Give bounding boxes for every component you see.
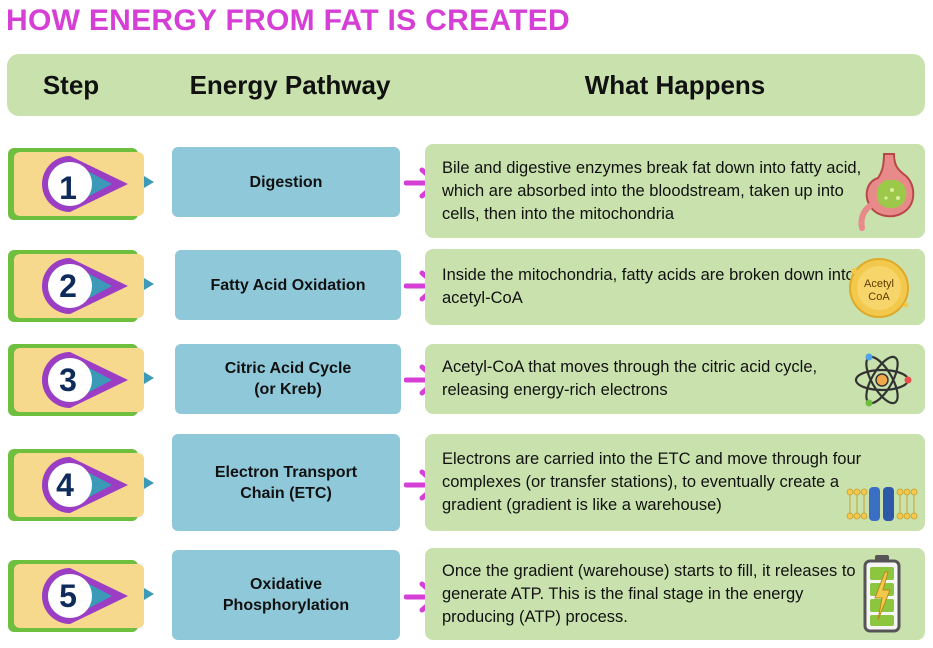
description-text-4: Electrons are carried into the ETC and m… [442, 450, 862, 514]
header-what-happens: What Happens [584, 69, 766, 100]
acetyl-coa-icon: Acetyl CoA [849, 258, 909, 318]
description-text-2: Inside the mitochondria, fatty acids are… [442, 266, 855, 307]
pathway-label-4-line-2: Chain (ETC) [240, 484, 332, 502]
pathway-box-2: Fatty Acid Oxidation [175, 250, 401, 320]
step-badge-3: 3 [8, 344, 156, 421]
header-step: Step [42, 69, 100, 100]
pathway-label-1: Digestion [249, 173, 323, 191]
description-box-1: Bile and digestive enzymes break fat dow… [425, 144, 925, 238]
step-number-5: 5 [59, 577, 77, 614]
description-text-5: Once the gradient (warehouse) starts to … [442, 561, 856, 626]
step-badge-5: 5 [8, 560, 156, 637]
step-badge-3-graphic [8, 344, 154, 416]
description-text-1: Bile and digestive enzymes break fat dow… [442, 158, 862, 223]
step-badge-1-graphic [8, 148, 154, 220]
step-row-4: 4 Electron Transport Chain (ETC) Electro… [0, 434, 933, 531]
step-badge-2: 2 [8, 250, 156, 327]
coa-label: CoA [868, 291, 890, 303]
step-badge-4-graphic [8, 449, 154, 521]
step-number-1: 1 [59, 169, 77, 206]
step-number-2: 2 [59, 267, 77, 304]
step-badge-5-graphic [8, 560, 154, 632]
description-box-4: Electrons are carried into the ETC and m… [425, 434, 925, 531]
pathway-label-3-line-1: Citric Acid Cycle [224, 360, 352, 377]
description-box-2: Inside the mitochondria, fatty acids are… [425, 249, 925, 325]
pathway-box-3: Citric Acid Cycle (or Kreb) [175, 344, 401, 414]
pathway-label-5-line-2: Phosphorylation [222, 597, 350, 614]
header-pathway: Energy Pathway [189, 69, 391, 100]
pathway-label-5-line-1: Oxidative [249, 576, 322, 593]
step-badge-2-graphic [8, 250, 154, 322]
description-text-3: Acetyl-CoA that moves through the citric… [442, 358, 818, 399]
pathway-label-2: Fatty Acid Oxidation [210, 276, 366, 294]
step-row-5: 5 Oxidative Phosphorylation Once the gra… [0, 548, 933, 640]
step-row-1: 1 Digestion Bile and digestive enzymes b… [0, 144, 933, 238]
pathway-label-3-line-2: (or Kreb) [254, 381, 322, 398]
pathway-label-4-line-1: Electron Transport [214, 463, 358, 481]
membrane-protein-icon [846, 487, 918, 521]
step-badge-1: 1 [8, 148, 156, 225]
description-box-3: Acetyl-CoA that moves through the citric… [425, 344, 925, 414]
battery-icon [863, 555, 901, 633]
stomach-icon [858, 153, 915, 231]
acetyl-label: Acetyl [864, 278, 894, 290]
atom-icon [854, 353, 912, 407]
step-number-3: 3 [59, 361, 77, 398]
pathway-box-4: Electron Transport Chain (ETC) [172, 434, 400, 531]
table-header: Step Energy Pathway What Happens [7, 54, 925, 116]
step-badge-4: 4 [8, 449, 156, 526]
step-number-4: 4 [56, 466, 74, 503]
pathway-box-5: Oxidative Phosphorylation [172, 550, 400, 640]
step-row-2: 2 Fatty Acid Oxidation Inside the mitoch… [0, 249, 933, 325]
page-title: HOW ENERGY FROM FAT IS CREATED [6, 4, 571, 37]
description-box-5: Once the gradient (warehouse) starts to … [425, 548, 925, 640]
pathway-box-1: Digestion [172, 147, 400, 217]
step-row-3: 3 Citric Acid Cycle (or Kreb) Acetyl-CoA… [0, 344, 933, 416]
